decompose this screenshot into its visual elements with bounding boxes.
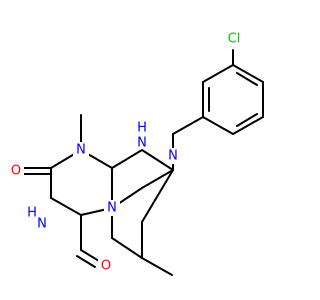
bond <box>80 249 100 262</box>
atom-label-h-imide: H <box>27 206 37 221</box>
bonds <box>21 49 264 276</box>
atom-label-o-top: O <box>11 164 21 179</box>
atom-label-n-bridge: N <box>137 136 147 151</box>
atom-label-h-bridge: H <box>137 121 147 136</box>
aryl-nitrogen-atom: N <box>165 148 181 164</box>
bond <box>141 149 174 171</box>
bond <box>236 72 258 86</box>
oxygen-atom-top: O <box>8 162 24 179</box>
bond <box>236 113 258 127</box>
atom-label-n-aryl: N <box>168 149 178 164</box>
imide-nh-group: H N <box>26 205 48 233</box>
atom-label-o-bottom: O <box>101 259 111 274</box>
atom-labels: Cl N H N N H N N O O <box>8 30 244 274</box>
bridge-nh-group: H N <box>134 120 150 151</box>
methyl-nitrogen-atom: N <box>73 142 89 158</box>
bond <box>111 149 143 169</box>
bond <box>111 237 143 259</box>
atom-label-n-imide: N <box>37 217 47 232</box>
bond <box>172 116 204 135</box>
bond <box>76 255 96 268</box>
bond <box>141 169 174 223</box>
bond <box>232 116 264 135</box>
bond <box>202 64 234 83</box>
atom-label-n-methyl: N <box>76 143 86 158</box>
atom-label-n-fused: N <box>107 201 117 216</box>
bond <box>50 197 82 216</box>
bond <box>232 64 264 83</box>
fused-nitrogen-atom: N <box>104 200 120 216</box>
atom-label-cl: Cl <box>228 32 241 47</box>
chemical-structure-diagram: Cl N H N N H N N O O <box>8 30 264 276</box>
bond <box>202 116 234 135</box>
oxygen-atom-bottom: O <box>98 258 114 274</box>
bond <box>141 169 174 189</box>
chlorine-atom: Cl <box>224 30 244 48</box>
bond <box>141 257 173 276</box>
